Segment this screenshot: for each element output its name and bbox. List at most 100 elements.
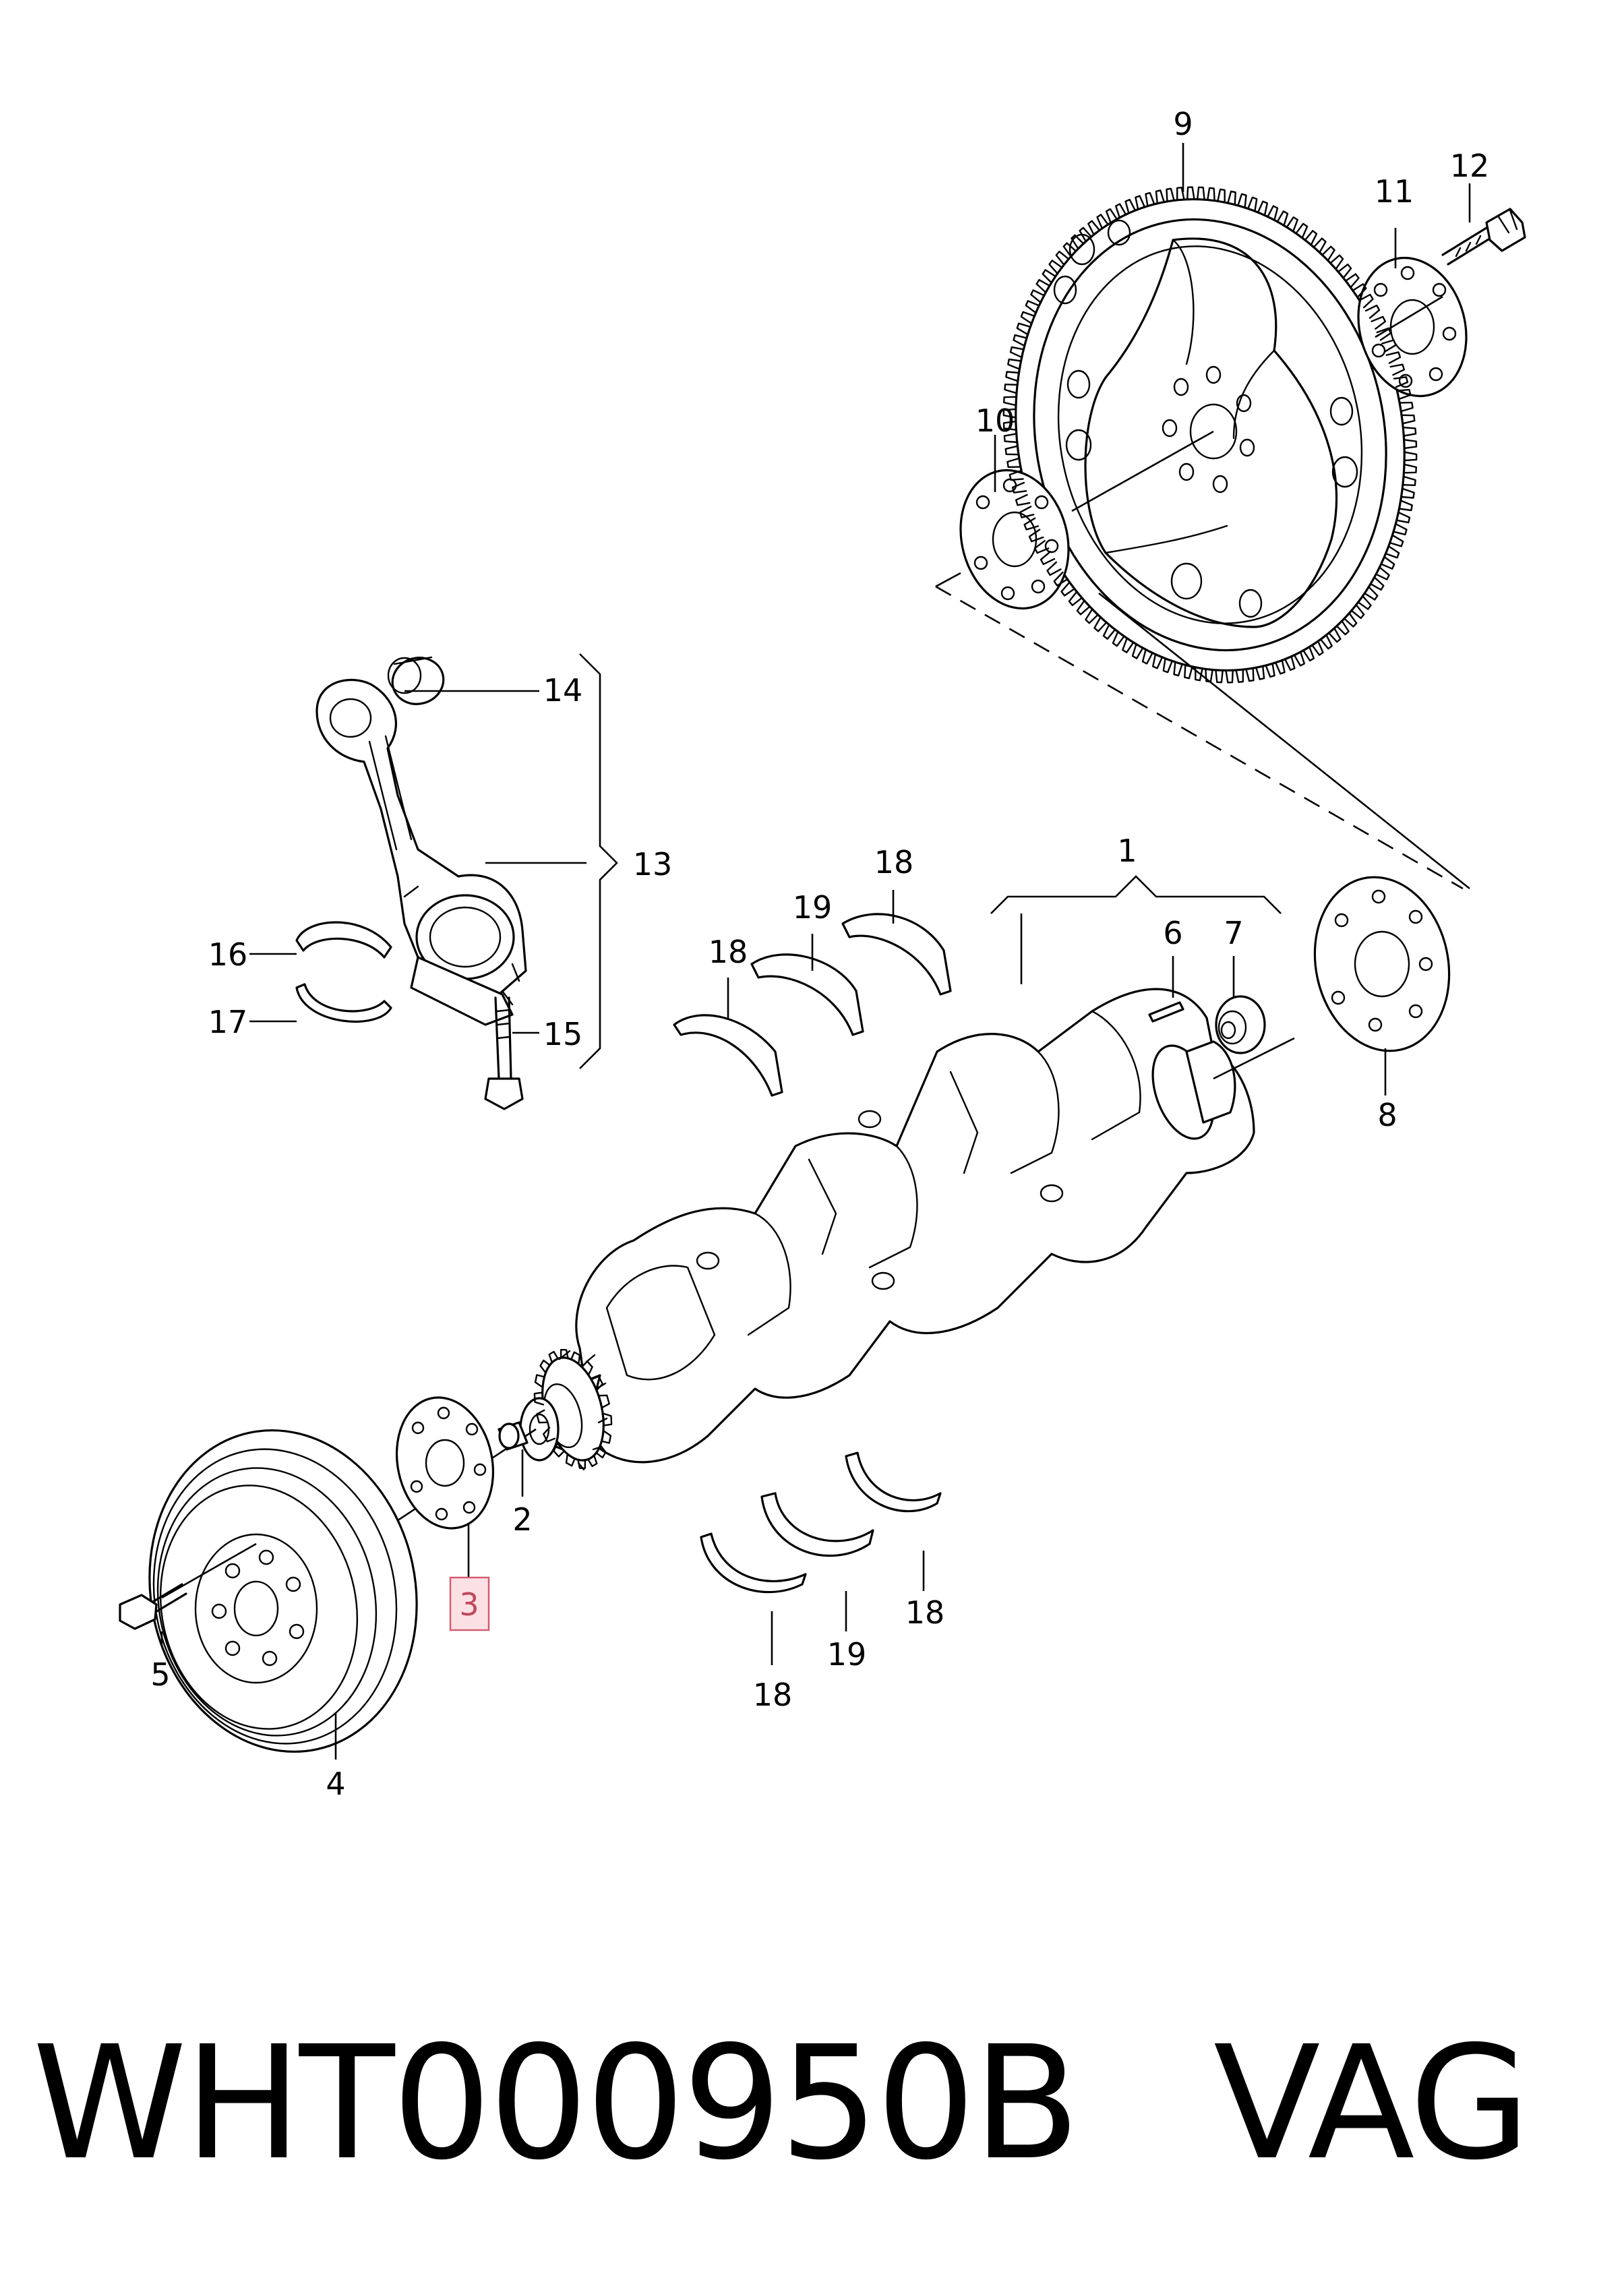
gear-tooth <box>1369 576 1385 591</box>
pilot-bearing-7 <box>1215 995 1266 1054</box>
gear-tooth <box>1040 551 1056 566</box>
gear-tooth <box>1350 604 1365 620</box>
gear-tooth <box>1023 517 1040 531</box>
gear-tooth <box>1195 666 1203 682</box>
callout-13: 13 <box>633 846 673 882</box>
gear-tooth <box>1311 640 1324 656</box>
callout-16: 16 <box>208 936 248 973</box>
gear-tooth <box>1112 630 1125 647</box>
dowel-pin-6 <box>1148 1001 1184 1023</box>
callout-7: 7 <box>1224 915 1243 951</box>
gear-tooth <box>539 1359 551 1374</box>
callout-2: 2 <box>512 1501 532 1538</box>
gear-tooth <box>1385 545 1400 559</box>
gear-tooth <box>1162 657 1173 673</box>
gear-tooth <box>595 1444 607 1459</box>
gear-tooth <box>1284 655 1296 671</box>
gear-tooth <box>580 1360 593 1376</box>
gear-tooth <box>1400 414 1416 425</box>
gear-tooth <box>1237 193 1247 209</box>
shim-plate-10 <box>959 469 1070 610</box>
gear-tooth <box>1358 293 1374 309</box>
connecting-rod <box>315 678 527 1026</box>
gear-tooth <box>1295 222 1309 239</box>
gear-tooth <box>1030 289 1045 303</box>
gear-tooth <box>1403 463 1417 474</box>
gear-tooth <box>1205 668 1213 683</box>
callout-15: 15 <box>543 1016 583 1052</box>
gear-tooth <box>1385 351 1402 364</box>
gear-tooth <box>1009 469 1024 481</box>
gear-tooth <box>1152 653 1164 669</box>
gear-tooth <box>1015 493 1031 506</box>
gear-tooth <box>1124 198 1137 214</box>
main-bearing-shells-lower <box>700 1451 942 1594</box>
gear-tooth <box>1048 260 1063 274</box>
gear-tooth <box>1009 346 1025 359</box>
callout-5: 5 <box>150 1656 170 1693</box>
callout-12: 12 <box>1450 148 1490 184</box>
gear-tooth <box>1395 511 1411 524</box>
gear-tooth <box>1019 506 1035 518</box>
callout-19-lower: 19 <box>827 1636 867 1673</box>
gear-tooth <box>1102 624 1116 640</box>
gear-tooth <box>553 1442 566 1458</box>
gear-tooth <box>548 1350 559 1364</box>
gear-tooth <box>1319 634 1333 650</box>
gear-tooth <box>587 1454 598 1468</box>
gear-tooth <box>1403 439 1418 450</box>
gear-tooth <box>1344 273 1360 289</box>
gear-tooth <box>1004 384 1019 394</box>
gear-tooth <box>1328 627 1342 643</box>
callout-3: 3 <box>459 1586 479 1623</box>
gear-tooth <box>1376 327 1392 341</box>
gear-tooth <box>1087 220 1101 236</box>
gear-tooth <box>1004 445 1020 456</box>
gear-tooth <box>1293 651 1305 667</box>
gear-tooth <box>1141 649 1153 665</box>
flywheel-drive-plate <box>1015 198 1406 671</box>
gear-tooth <box>1020 311 1035 325</box>
shim-plate-8 <box>1313 876 1451 1052</box>
gear-tooth <box>1235 668 1244 683</box>
gear-tooth <box>536 1409 549 1424</box>
gear-tooth <box>1381 339 1397 353</box>
gear-tooth <box>1197 186 1205 201</box>
gear-tooth <box>1343 612 1358 628</box>
part-number: WHT000950B <box>32 2012 1080 2194</box>
gear-tooth <box>1304 230 1318 246</box>
gear-tooth <box>565 1453 576 1467</box>
gear-tooth <box>1389 363 1406 376</box>
gear-tooth <box>1389 534 1404 547</box>
sleeve-2 <box>498 1421 529 1451</box>
gear-tooth <box>1002 408 1017 419</box>
gear-tooth <box>1076 599 1091 616</box>
gear-tooth <box>1364 586 1379 601</box>
gear-tooth <box>1071 234 1085 250</box>
shim-plate-3 <box>395 1396 495 1530</box>
gear-tooth <box>543 1427 556 1443</box>
gear-tooth <box>1053 571 1069 587</box>
gear-tooth <box>1371 316 1387 330</box>
callout-19-upper: 19 <box>793 889 833 926</box>
callout-18-upper-right: 18 <box>874 844 914 880</box>
gear-tooth <box>1011 481 1027 493</box>
gear-tooth <box>1005 371 1020 382</box>
gear-tooth <box>1176 187 1185 202</box>
gear-tooth <box>1085 608 1099 624</box>
gear-tooth <box>1302 646 1315 662</box>
gear-tooth <box>1062 242 1077 258</box>
gear-tooth <box>1402 426 1417 437</box>
gear-tooth <box>1060 581 1076 597</box>
gear-tooth <box>1003 433 1018 444</box>
gear-tooth <box>1035 278 1051 293</box>
gear-tooth <box>1217 188 1226 204</box>
gear-tooth <box>1215 669 1224 684</box>
gear-tooth <box>1398 401 1414 413</box>
gear-tooth <box>1131 643 1144 659</box>
callout-4: 4 <box>326 1766 345 1802</box>
gear-tooth <box>1265 663 1275 678</box>
callout-11: 11 <box>1375 173 1414 210</box>
crankshaft <box>519 988 1255 1471</box>
gear-tooth <box>1267 205 1279 221</box>
